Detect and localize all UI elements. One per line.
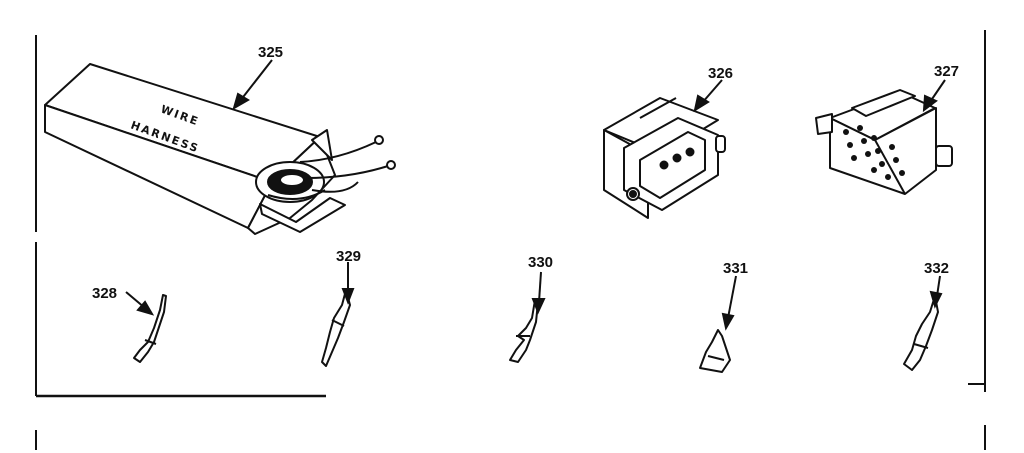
connector-block-327 [815,89,953,195]
callout-325: 325 [258,44,283,61]
diagram-frame [35,30,986,450]
connector-housing-326 [603,97,726,219]
wire-harness-box [44,63,396,235]
terminal-329 [321,289,351,367]
leader-arrows [125,59,946,331]
callout-329: 329 [336,248,361,265]
terminal-330 [509,299,539,363]
callout-330: 330 [528,254,553,271]
terminal-332 [903,295,939,371]
callout-327: 327 [934,63,959,80]
terminal-328 [133,294,167,363]
callout-332: 332 [924,260,949,277]
callout-331: 331 [723,260,748,277]
callout-328: 328 [92,285,117,302]
callout-326: 326 [708,65,733,82]
terminal-331 [699,329,731,373]
